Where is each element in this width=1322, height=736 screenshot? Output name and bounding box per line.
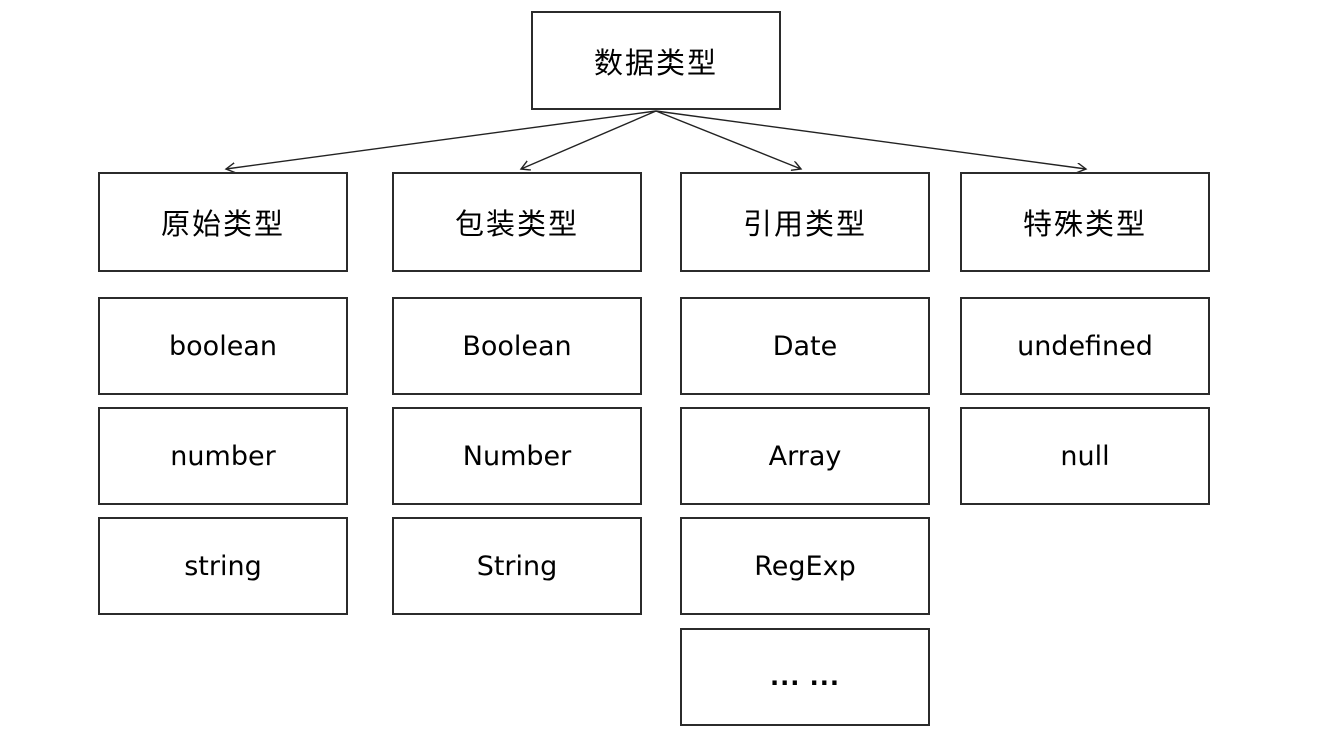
node-header-special: 特殊类型 (960, 172, 1210, 272)
node-item-boolean-wrapper: Boolean (392, 297, 642, 395)
node-header-reference: 引用类型 (680, 172, 930, 272)
node-header-primitive: 原始类型 (98, 172, 348, 272)
node-item-number-wrapper: Number (392, 407, 642, 505)
node-item-regexp: RegExp (680, 517, 930, 615)
node-root-datatypes: 数据类型 (531, 11, 781, 110)
node-item-string-wrapper: String (392, 517, 642, 615)
arrow-to-special (655, 110, 1086, 169)
node-item-boolean: boolean (98, 297, 348, 395)
arrow-to-wrapper (521, 110, 657, 169)
arrow-to-reference (655, 110, 801, 169)
node-item-string: string (98, 517, 348, 615)
node-header-wrapper: 包装类型 (392, 172, 642, 272)
node-item-number: number (98, 407, 348, 505)
node-item-array: Array (680, 407, 930, 505)
node-item-null: null (960, 407, 1210, 505)
node-item-undefined: undefined (960, 297, 1210, 395)
node-item-date: Date (680, 297, 930, 395)
node-item-ellipsis: ... ... (680, 628, 930, 726)
arrow-to-primitive (226, 110, 657, 169)
